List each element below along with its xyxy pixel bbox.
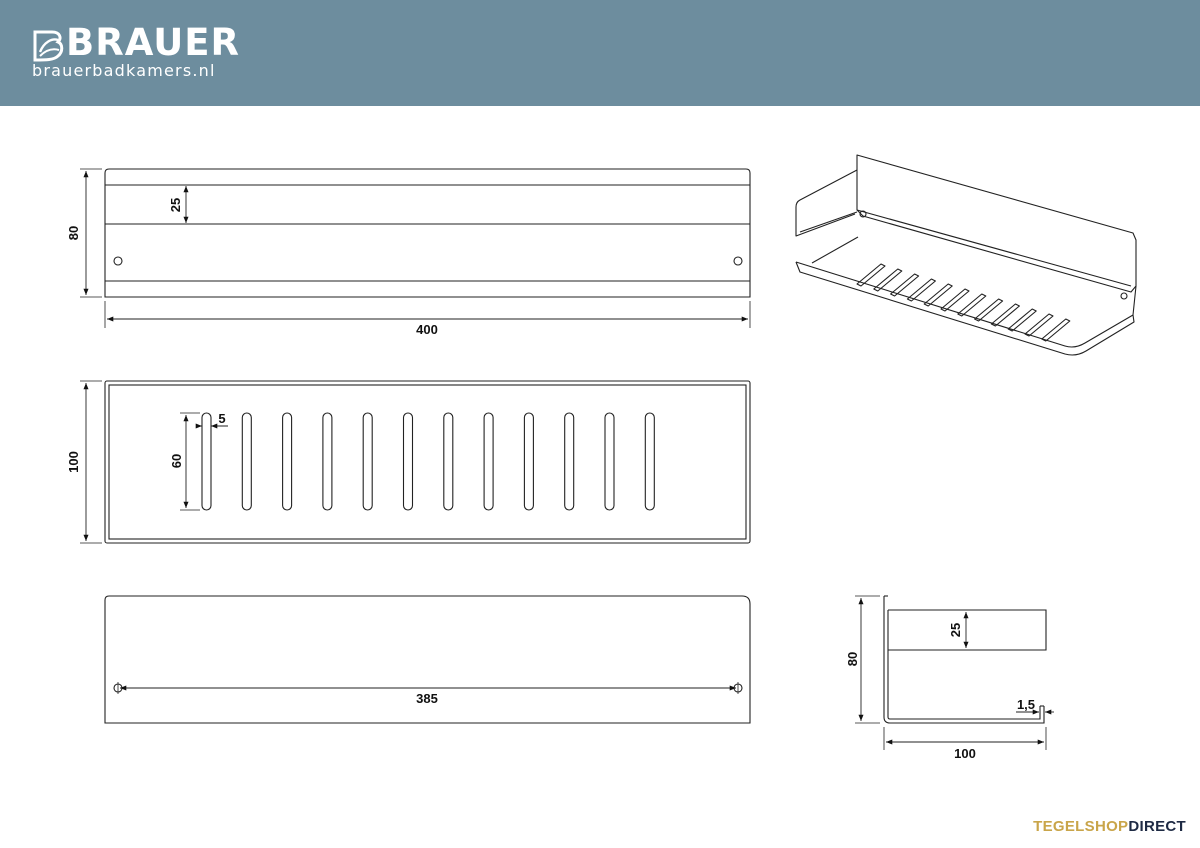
drain-slot [644,412,655,511]
drain-slot [443,412,454,511]
top-depth-label: 100 [66,451,81,473]
front-view [80,168,751,328]
back-view [104,595,751,724]
front-width-label: 400 [416,322,438,337]
brauer-leaf-logo-icon [33,30,64,62]
perspective-slot [974,298,1004,322]
hole-spacing-label: 385 [416,691,438,706]
perspective-slot [890,273,920,297]
brand-header: BRAUER brauerbadkamers.nl [0,0,1200,106]
perspective-slot [856,263,886,287]
perspective-slot [990,303,1020,327]
perspective-slot [906,278,936,302]
side-lip-label: 25 [948,623,963,637]
perspective-slot [1007,308,1037,332]
drain-slot [241,412,252,511]
perspective-slots [856,263,1071,342]
slot-length-label: 60 [169,454,184,468]
drain-slot [483,412,494,511]
drain-slot [201,412,212,511]
perspective-slot [923,283,953,307]
drain-slot [604,412,615,511]
footer-brand-logo: TEGELSHOPDIRECT [1033,818,1186,835]
drain-slot [322,412,333,511]
mount-hole [113,256,123,266]
side-depth-label: 100 [954,746,976,761]
drain-slot [523,412,534,511]
front-height-label: 80 [66,226,81,240]
perspective-slot [957,293,987,317]
side-view [855,595,1054,750]
perspective-slot [1024,313,1054,337]
side-height-label: 80 [845,652,860,666]
drain-slot [362,412,373,511]
slot-width-label: 5 [218,411,225,426]
perspective-slot [1041,318,1071,342]
drain-slot [282,412,293,511]
footer-brand-part2: DIRECT [1128,818,1186,835]
perspective-view [795,154,1137,356]
top-view [80,380,751,544]
perspective-slot [940,288,970,312]
drain-slot [402,412,414,511]
brand-url: brauerbadkamers.nl [32,61,216,80]
brand-name: BRAUER [66,21,240,64]
drain-slot [564,412,575,511]
perspective-slot [873,268,903,292]
front-lip-label: 25 [168,198,183,212]
mount-hole [733,256,743,266]
footer-brand-part1: TEGELSHOP [1033,818,1129,835]
drain-slots [201,412,655,511]
thickness-label: 1,5 [1017,697,1035,712]
